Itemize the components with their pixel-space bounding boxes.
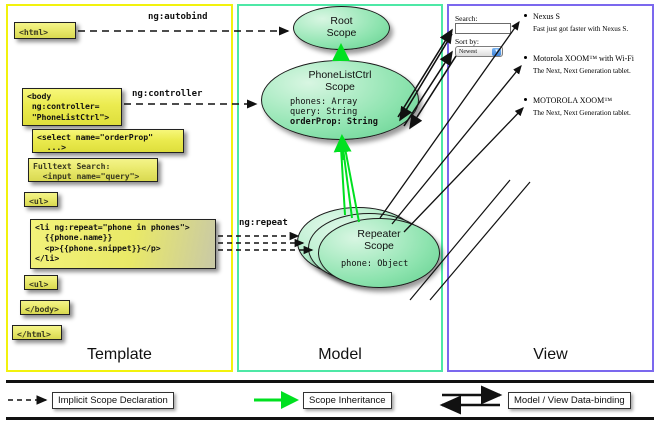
search-input[interactable] <box>455 23 511 34</box>
list-item: Motorola XOOM™ with Wi-Fi The Next, Next… <box>524 54 634 75</box>
ul-open-box: <ul> <box>24 192 58 207</box>
phonelistctrl-prop-query: query: String <box>290 106 358 117</box>
sort-by-selected-value: Newest <box>459 49 477 55</box>
search-field-label: Search: <box>455 14 478 23</box>
list-item: Nexus S Fast just got faster with Nexus … <box>524 12 628 33</box>
list-item-name: MOTOROLA XOOM™ <box>533 96 613 105</box>
bullet-icon <box>524 14 527 17</box>
repeater-scope: Repeater Scope phone: Object <box>318 218 440 288</box>
bullet-icon <box>524 56 527 59</box>
sort-by-label: Sort by: <box>455 37 479 46</box>
body-open-box: <body ng:controller= "PhoneListCtrl"> <box>22 88 122 126</box>
html-close-box: </html> <box>12 325 62 340</box>
li-repeat-box: <li ng:repeat="phone in phones"> {{phone… <box>30 219 216 269</box>
sort-by-select[interactable]: Newest ▾ <box>455 46 503 57</box>
list-item-name: Nexus S <box>533 12 560 21</box>
ul-close-box: <ul> <box>24 275 58 290</box>
legend-scope-inheritance: Scope Inheritance <box>303 392 392 409</box>
legend-implicit-scope-declaration: Implicit Scope Declaration <box>52 392 174 409</box>
list-item-snippet: The Next, Next Generation tablet. <box>533 67 631 75</box>
panel-model-label: Model <box>318 346 362 363</box>
repeater-scope-title: Repeater Scope <box>357 228 401 253</box>
list-item: MOTOROLA XOOM™ The Next, Next Generation… <box>524 96 631 117</box>
list-item-name: Motorola XOOM™ with Wi-Fi <box>533 54 634 63</box>
ng-autobind-label: ng:autobind <box>148 12 208 22</box>
search-input-box: Fulltext Search: <input name="query"> <box>28 158 158 182</box>
panel-template: Template <box>6 4 233 372</box>
list-item-snippet: Fast just got faster with Nexus S. <box>533 25 629 33</box>
root-scope-title: Root Scope <box>326 15 357 40</box>
select-box: <select name="orderProp" ...> <box>32 129 184 153</box>
legend-divider-top <box>6 380 654 383</box>
ng-controller-label: ng:controller <box>132 89 203 99</box>
phonelistctrl-scope: PhoneListCtrl Scope phones: Array query:… <box>261 60 419 140</box>
phonelistctrl-prop-phones: phones: Array <box>290 96 358 107</box>
body-close-box: </body> <box>20 300 70 315</box>
legend-model-view-data-binding: Model / View Data-binding <box>508 392 631 409</box>
phonelistctrl-prop-orderprop: orderProp: String <box>290 117 378 128</box>
panel-template-label: Template <box>87 346 152 363</box>
panel-view-label: View <box>533 346 568 363</box>
list-item-snippet: The Next, Next Generation tablet. <box>533 109 631 117</box>
ng-repeat-label: ng:repeat <box>239 218 288 228</box>
html-open-box: <html> <box>14 22 76 39</box>
bullet-icon <box>524 98 527 101</box>
phonelistctrl-scope-title: PhoneListCtrl Scope <box>308 69 372 94</box>
legend-divider-bottom <box>6 417 654 420</box>
repeater-prop-phone: phone: Object <box>341 258 409 269</box>
chevron-down-icon[interactable]: ▾ <box>492 48 501 56</box>
root-scope: Root Scope <box>293 6 390 50</box>
